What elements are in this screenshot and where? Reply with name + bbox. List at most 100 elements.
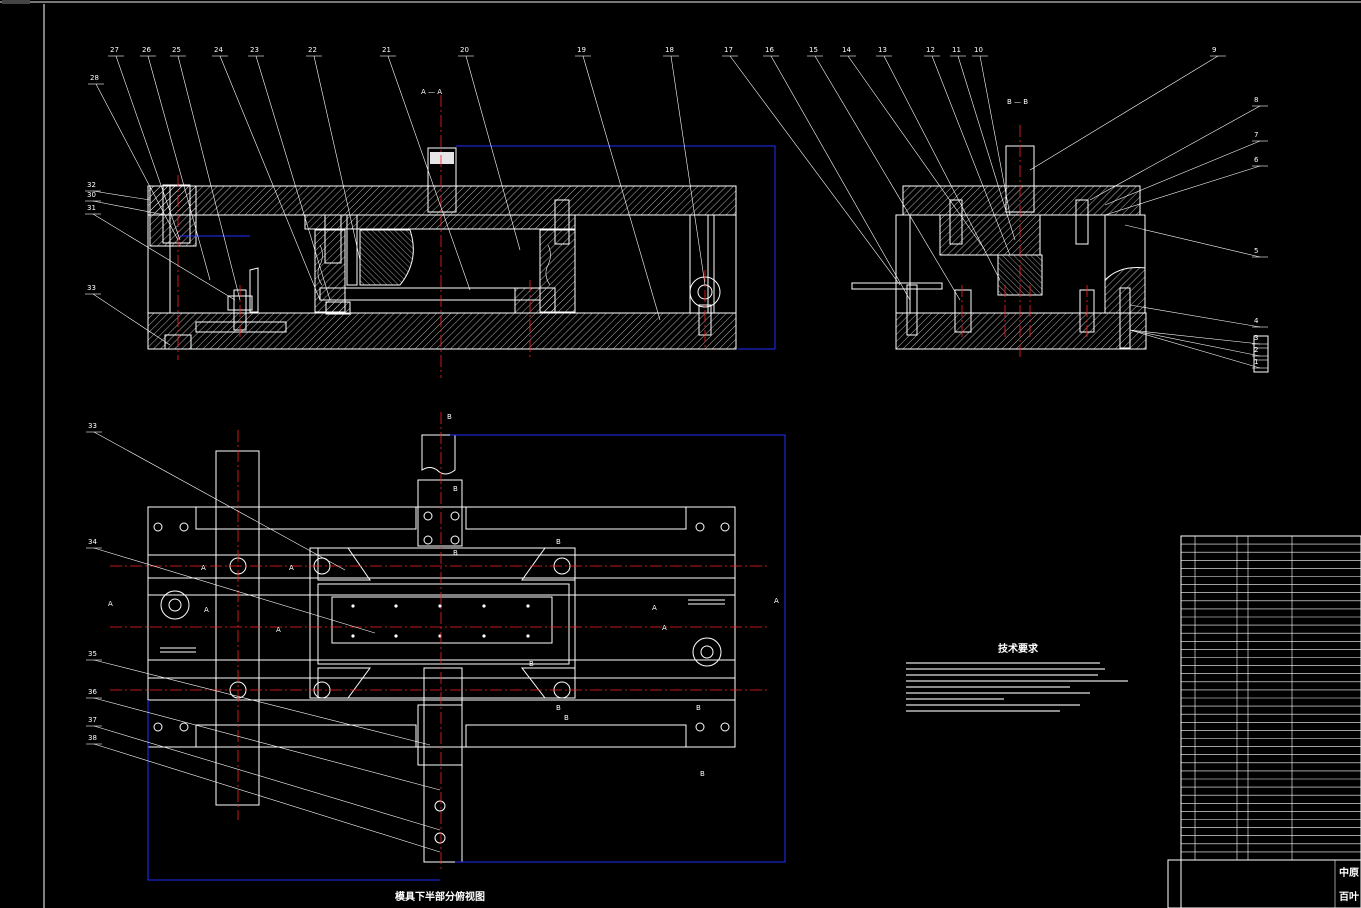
leader-top-22: 22 (306, 46, 361, 261)
svg-text:B: B (696, 704, 701, 712)
svg-text:30: 30 (87, 191, 96, 199)
leader-top-15: 15 (807, 46, 961, 301)
svg-text:A: A (662, 624, 667, 632)
leader-top-17: 17 (722, 46, 901, 286)
leader-top-25: 25 (170, 46, 241, 301)
leader-top-24: 24 (212, 46, 321, 301)
svg-text:7: 7 (1254, 131, 1258, 139)
leader-top-26: 26 (140, 46, 211, 281)
svg-text:A: A (774, 597, 779, 605)
svg-text:34: 34 (88, 538, 97, 546)
leader-right-1: 1 (1129, 329, 1268, 369)
svg-text:25: 25 (172, 46, 181, 54)
svg-text:16: 16 (765, 46, 774, 54)
svg-text:B: B (529, 660, 534, 668)
svg-text:3: 3 (1254, 334, 1258, 342)
svg-text:18: 18 (665, 46, 674, 54)
leader-right-5: 5 (1124, 224, 1268, 258)
svg-text:B: B (700, 770, 705, 778)
leader-top-11: 11 (950, 46, 1016, 241)
technical-requirements: 技术要求 (906, 642, 1128, 712)
svg-text:13: 13 (878, 46, 887, 54)
leader-top-13: 13 (876, 46, 1001, 281)
svg-text:A: A (201, 564, 206, 572)
svg-text:2: 2 (1254, 346, 1258, 354)
svg-text:6: 6 (1254, 156, 1259, 164)
leader-right-4: 4 (1129, 304, 1268, 328)
svg-text:9: 9 (1212, 46, 1216, 54)
svg-text:22: 22 (308, 46, 317, 54)
svg-text:33: 33 (87, 284, 96, 292)
svg-text:B: B (556, 704, 561, 712)
leader-left-31: 31 (85, 204, 236, 301)
svg-text:35: 35 (88, 650, 97, 658)
svg-text:28: 28 (90, 74, 99, 82)
svg-text:11: 11 (952, 46, 961, 54)
svg-text:12: 12 (926, 46, 935, 54)
svg-text:24: 24 (214, 46, 223, 54)
svg-text:37: 37 (88, 716, 97, 724)
leader-top-27: 27 (108, 46, 181, 241)
svg-text:20: 20 (460, 46, 469, 54)
svg-text:32: 32 (87, 181, 96, 189)
svg-text:A: A (108, 600, 113, 608)
leader-top-12: 12 (924, 46, 1011, 256)
svg-text:23: 23 (250, 46, 259, 54)
svg-text:B: B (556, 538, 561, 546)
leader-plan-36: 36 (86, 688, 441, 791)
svg-text:14: 14 (842, 46, 851, 54)
leader-right-3: 3 (1129, 329, 1268, 345)
leader-top-20: 20 (458, 46, 521, 251)
leader-left-28: 28 (88, 74, 179, 241)
svg-text:10: 10 (974, 46, 983, 54)
svg-text:21: 21 (382, 46, 391, 54)
svg-text:A: A (652, 604, 657, 612)
leader-plan-35: 35 (86, 650, 431, 746)
svg-text:A: A (289, 564, 294, 572)
svg-text:36: 36 (88, 688, 97, 696)
leader-right-2: 2 (1129, 329, 1268, 357)
parts-list-table: 中原 百叶 (1167, 535, 1361, 908)
svg-text:1: 1 (1254, 358, 1258, 366)
section-label-bb: B — B (1007, 98, 1028, 106)
svg-text:33: 33 (88, 422, 97, 430)
svg-text:4: 4 (1254, 317, 1259, 325)
section-markers: A A A A A A A A B B B B B B B B B (108, 413, 779, 778)
svg-text:31: 31 (87, 204, 96, 212)
leader-plan-33: 33 (86, 422, 346, 571)
svg-text:27: 27 (110, 46, 119, 54)
svg-text:38: 38 (88, 734, 97, 742)
section-label-aa: A — A (421, 88, 442, 96)
leader-top-14: 14 (840, 46, 986, 251)
leader-top-10: 10 (972, 46, 1011, 216)
side-section-view (851, 125, 1269, 373)
company-name: 中原 (1339, 866, 1359, 879)
leader-left-30: 30 (85, 191, 166, 216)
leader-top-18: 18 (663, 46, 706, 286)
drawing-name: 百叶 (1339, 890, 1359, 903)
leader-right-8: 8 (1089, 96, 1268, 201)
leader-plan-37: 37 (86, 716, 441, 831)
leader-top-16: 16 (763, 46, 911, 301)
svg-text:B: B (453, 549, 458, 557)
tech-req-title: 技术要求 (998, 642, 1039, 655)
front-section-view (147, 95, 776, 378)
svg-text:17: 17 (724, 46, 733, 54)
leader-plan-34: 34 (86, 538, 376, 634)
leader-right-6: 6 (1104, 156, 1268, 216)
leader-left-33: 33 (85, 284, 171, 346)
plan-view-title: 模具下半部分俯视图 (395, 890, 485, 903)
leader-top-19: 19 (575, 46, 661, 321)
leader-plan-38: 38 (86, 734, 441, 853)
leader-left-32: 32 (85, 181, 151, 201)
svg-text:B: B (453, 485, 458, 493)
svg-text:B: B (447, 413, 452, 421)
svg-text:5: 5 (1254, 247, 1258, 255)
svg-text:19: 19 (577, 46, 586, 54)
svg-text:15: 15 (809, 46, 818, 54)
leader-right-7: 7 (1104, 131, 1268, 206)
svg-text:B: B (564, 714, 569, 722)
leader-top-21: 21 (380, 46, 471, 291)
